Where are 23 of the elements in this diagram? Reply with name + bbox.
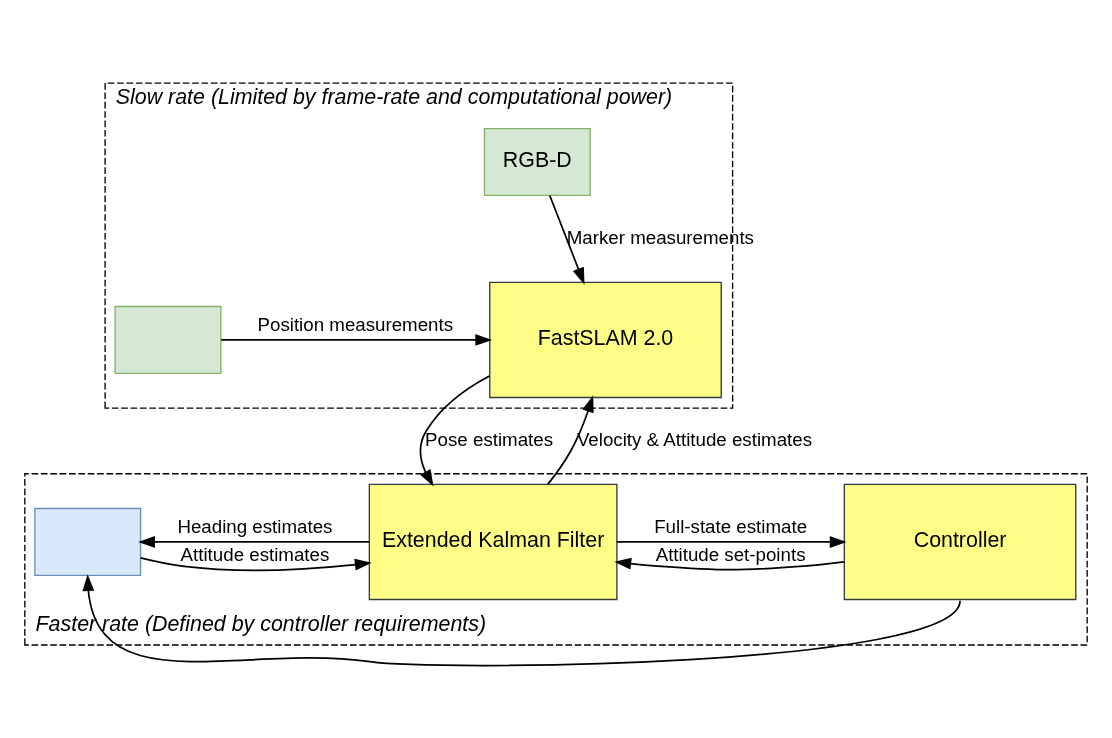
node-box: RGB-D [483, 127, 591, 197]
node-box [114, 305, 222, 375]
edge-label: Position measurements [257, 313, 454, 335]
node-box: Extended Kalman Filter [368, 483, 618, 601]
node-box: Controller [843, 483, 1077, 601]
edge-label: Attitude set-points [655, 543, 806, 565]
edge-label: Pose estimates [425, 428, 554, 450]
arrow [82, 574, 961, 667]
arrow [139, 557, 372, 572]
arrow [419, 375, 491, 487]
arrow [614, 557, 845, 571]
node-box: FastSLAM 2.0 [489, 281, 722, 399]
edge-label: Attitude estimates [180, 543, 330, 565]
arrow [138, 536, 371, 548]
edge-label: Full-state estimate [654, 515, 808, 537]
edge-label: Velocity & Attitude estimates [576, 428, 813, 450]
arrow [546, 395, 594, 486]
arrow [616, 536, 847, 548]
node-box [34, 507, 142, 577]
arrow [548, 194, 585, 285]
edge-label: Marker measurements [566, 226, 754, 248]
arrow [220, 334, 493, 346]
edge-label: Heading estimates [177, 515, 333, 537]
